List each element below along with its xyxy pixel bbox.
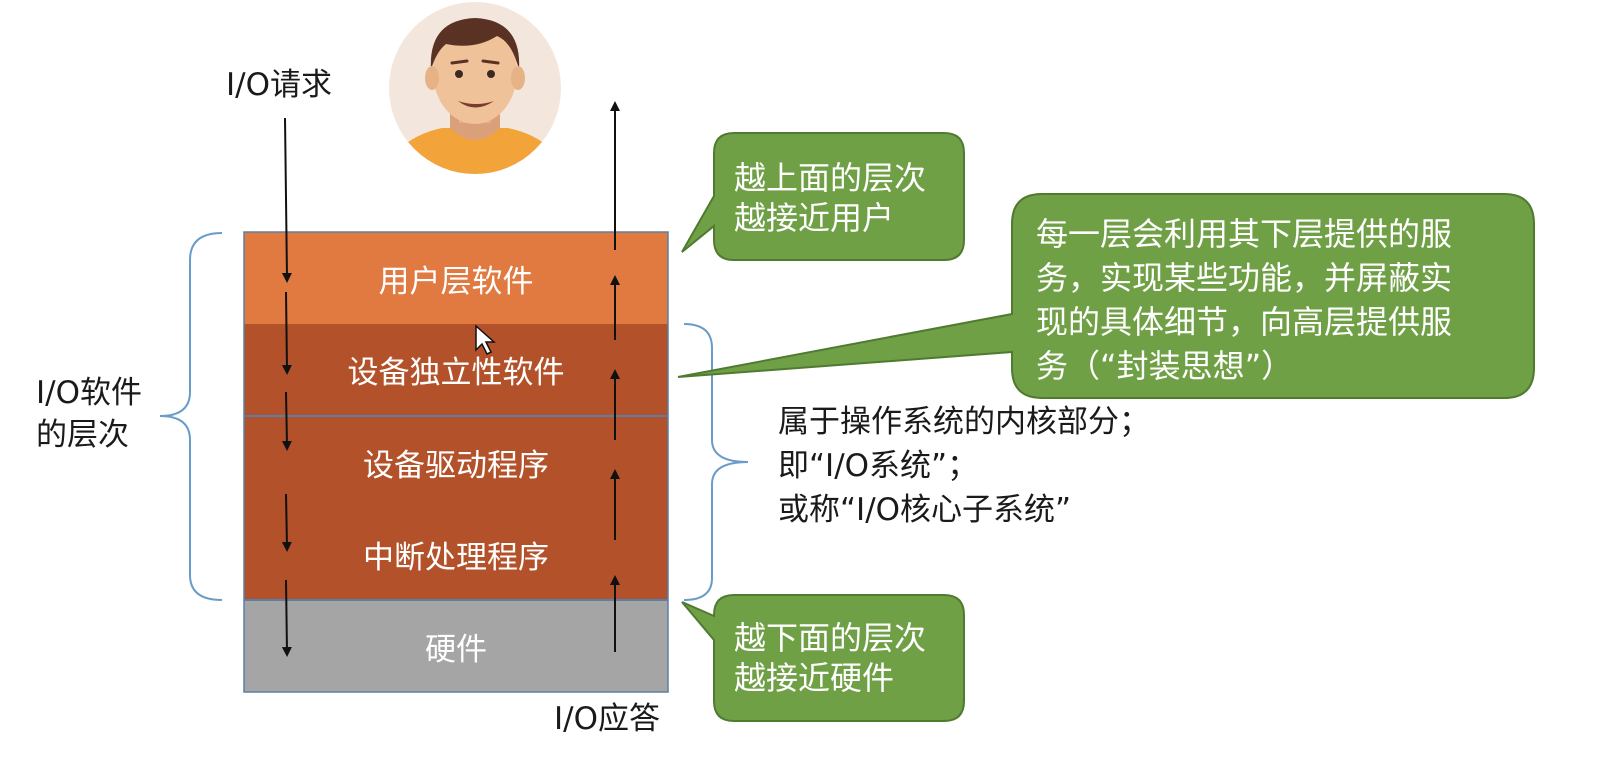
callout-bottom-line-1: 越下面的层次 [734,619,927,657]
callout-bottom [681,594,965,722]
callout-bottom-line-2: 越接近硬件 [734,659,895,697]
layer-device-driver [244,416,668,508]
layer-name-hardware: 硬件 [425,632,487,668]
layer-name-user-software: 用户层软件 [378,264,534,300]
io-response-label: I/O应答 [554,701,660,737]
side-label-line-2: 的层次 [36,417,129,453]
mouse-cursor-icon [475,324,496,356]
callout-top-line-2: 越接近用户 [734,199,895,237]
user-avatar-icon [389,2,561,174]
io-request-label: I/O请求 [226,67,332,103]
layer-name-device-driver: 设备驱动程序 [363,448,549,484]
callout-top-line-1: 越上面的层次 [734,159,927,197]
side-label-line-1: I/O软件 [36,375,142,411]
callout-service-line-2: 务，实现某些功能，并屏蔽实 [1036,259,1453,297]
layer-frame [243,231,669,693]
layer-stack [244,232,668,692]
callout-top [681,132,965,261]
kernel-note-line-2: 即“I/O系统”； [778,448,979,484]
callout-service-line-3: 现的具体细节，向高层提供服 [1036,303,1453,341]
left-brace [159,232,223,601]
layer-interrupt-handler [244,508,668,600]
kernel-note-line-1: 属于操作系统的内核部分； [778,404,1150,440]
layer-hardware [244,600,668,692]
right-brace [683,323,749,601]
callout-service-line-4: 务（“封装思想”） [1036,347,1294,385]
kernel-note-line-3: 或称“I/O核心子系统” [778,492,1072,528]
request-arrows [281,117,292,657]
callout-service [677,193,1535,399]
layer-name-device-independent: 设备独立性软件 [347,355,565,391]
layer-device-independent [244,324,668,416]
layer-name-interrupt-handler: 中断处理程序 [363,540,549,576]
callout-service-line-1: 每一层会利用其下层提供的服 [1036,215,1453,253]
layer-user-software [244,232,668,324]
